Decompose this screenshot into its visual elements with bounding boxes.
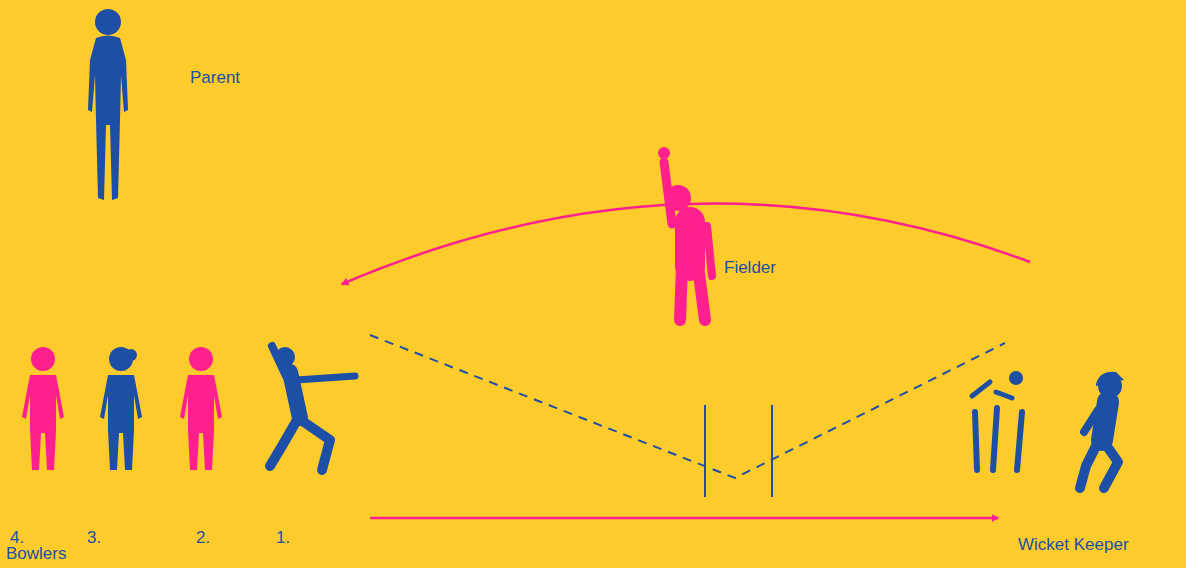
bowler-figure	[270, 346, 355, 470]
rotation-arrow	[370, 517, 998, 520]
fielder-head	[665, 185, 691, 211]
figure-label: Parent	[190, 68, 240, 88]
marker-line	[704, 405, 706, 497]
stumps	[972, 382, 1022, 470]
callout-number: 1.	[276, 528, 290, 548]
ball	[1009, 371, 1023, 385]
marker-line	[771, 405, 773, 497]
figure-label: Wicket Keeper	[1018, 535, 1129, 555]
bowler-head	[275, 347, 295, 367]
keeper-cap	[1096, 372, 1124, 386]
callout-number: 3.	[87, 528, 101, 548]
child-figure	[180, 347, 222, 470]
figure-label: Fielder	[724, 258, 776, 278]
fielder-figure	[664, 162, 712, 320]
child-figure	[22, 347, 64, 470]
ball	[658, 147, 670, 159]
throw-arc	[342, 204, 1030, 284]
parent-figure	[88, 9, 128, 200]
ball-path	[370, 335, 1005, 478]
child-figure	[100, 347, 142, 470]
callout-number: 2.	[196, 528, 210, 548]
keeper-figure	[1080, 402, 1118, 488]
group-label: Bowlers	[6, 544, 66, 564]
